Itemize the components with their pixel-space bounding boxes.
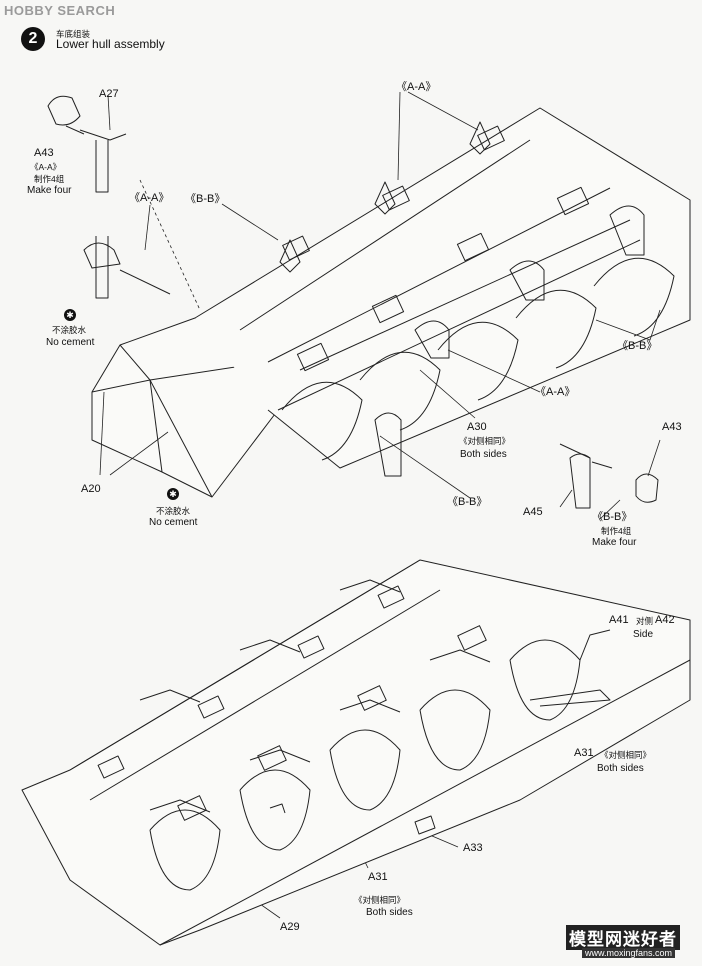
label-bb-small: 《B-B》 bbox=[592, 511, 633, 523]
upper-lower-hull bbox=[91, 107, 691, 498]
right-arm-assembly bbox=[559, 443, 659, 509]
label-a27: A27 bbox=[99, 88, 119, 100]
label-side: Side bbox=[633, 629, 654, 640]
label-make4-en-left: Make four bbox=[27, 185, 72, 196]
label-make4-cn-left: 制作4组 bbox=[34, 174, 65, 184]
label-both-en-bottom: Both sides bbox=[366, 907, 413, 918]
label-a30: A30 bbox=[467, 421, 487, 433]
label-nocement-en-2: No cement bbox=[149, 517, 198, 528]
label-make4-cn-right: 制作4组 bbox=[601, 526, 632, 536]
watermark-bottom: 模型网迷好者 bbox=[566, 925, 680, 950]
label-a33: A33 bbox=[463, 842, 483, 854]
label-both-cn-a30: 《对侧相同》 bbox=[459, 436, 511, 446]
label-bb-top: 《B-B》 bbox=[185, 193, 226, 205]
label-make4-en-right: Make four bbox=[592, 537, 637, 548]
no-cement-icon: ✱ bbox=[64, 309, 76, 321]
step-number-badge: 2 bbox=[21, 27, 45, 51]
label-both-en-a31: Both sides bbox=[597, 763, 644, 774]
label-bb-mid: 《B-B》 bbox=[447, 496, 488, 508]
lower-lower-hull bbox=[21, 559, 691, 946]
step-title-cn: 车底组装 bbox=[56, 29, 91, 39]
label-a29: A29 bbox=[280, 921, 300, 933]
label-a41: A41 bbox=[609, 614, 629, 626]
label-both-cn-a31: 《对侧相同》 bbox=[600, 750, 652, 760]
label-a20: A20 bbox=[81, 483, 101, 495]
step-title-en: Lower hull assembly bbox=[56, 37, 165, 51]
label-a31-right: A31 bbox=[574, 747, 594, 759]
label-a43-left: A43 bbox=[34, 147, 54, 159]
label-aa-top: 《A-A》 bbox=[396, 81, 437, 93]
label-aa-left: 《A-A》 bbox=[30, 162, 62, 172]
label-both-en-a30: Both sides bbox=[460, 449, 507, 460]
watermark-top: HOBBY SEARCH bbox=[4, 3, 116, 18]
watermark-url: www.moxingfans.com bbox=[582, 948, 676, 958]
label-a43-right: A43 bbox=[662, 421, 682, 433]
label-a42: A42 bbox=[655, 614, 675, 626]
label-aa-right: 《A-A》 bbox=[535, 386, 576, 398]
label-a31-bottom: A31 bbox=[368, 871, 388, 883]
label-both-cn-bottom: 《对侧相同》 bbox=[354, 895, 406, 905]
label-nocement-cn-2: 不涂胶水 bbox=[156, 506, 191, 516]
left-arm-assembly bbox=[47, 95, 171, 299]
label-aa-mid: 《A-A》 bbox=[129, 192, 170, 204]
no-cement-icon-2: ✱ bbox=[167, 488, 179, 500]
label-nocement-cn-1: 不涂胶水 bbox=[52, 325, 87, 335]
label-nocement-en-1: No cement bbox=[46, 337, 95, 348]
label-opp-cn: 对侧 bbox=[636, 616, 654, 626]
label-a45: A45 bbox=[523, 506, 543, 518]
suspension-arms-upper bbox=[279, 121, 645, 477]
label-bb-right: 《B-B》 bbox=[617, 340, 658, 352]
